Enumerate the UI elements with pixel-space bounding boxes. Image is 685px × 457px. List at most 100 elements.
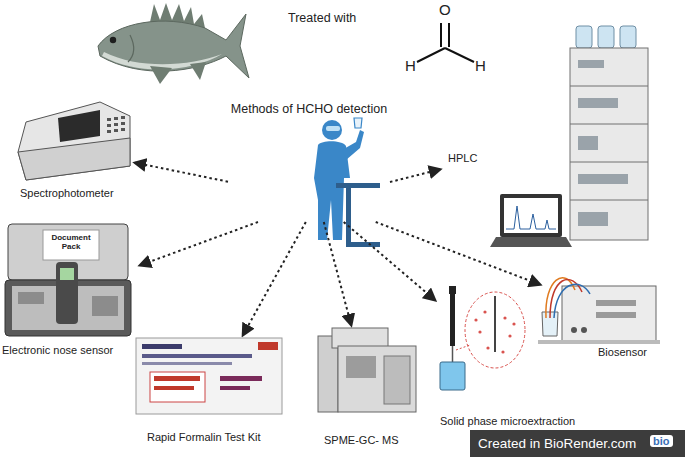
module-panel [578, 174, 628, 184]
accessory [92, 296, 118, 316]
spme-illustration [440, 286, 525, 390]
gc-door [346, 356, 376, 378]
formaldehyde-structure [417, 23, 474, 62]
fish-eye [110, 37, 116, 43]
chromatogram [506, 206, 556, 229]
node-label: Solid phase microextraction [440, 415, 575, 427]
node-label: Electronic nose sensor [2, 344, 113, 356]
key [121, 122, 125, 125]
dot [483, 310, 486, 313]
fish-fin [150, 62, 206, 84]
module-panel [578, 98, 618, 108]
method-node: SPME-GC- MS [310, 325, 425, 448]
key [121, 116, 125, 119]
method-node: Solid phase microextraction [435, 285, 575, 435]
key [107, 124, 111, 127]
fish-gill [128, 35, 134, 62]
test-kit-illustration [136, 338, 282, 414]
kit-print [220, 376, 262, 381]
keypad [107, 116, 125, 133]
potentiostat [562, 286, 656, 342]
test-tube [354, 118, 362, 128]
analyte-dots [474, 310, 515, 353]
sensor-device [56, 262, 78, 324]
spectrophotometer-illustration [18, 102, 130, 180]
key [107, 118, 111, 121]
atom-symbol: H [475, 57, 486, 74]
laptop-display [504, 198, 558, 233]
dotted-arrow [140, 222, 258, 265]
dotted-arrow [344, 222, 435, 300]
solvent-bottle [620, 26, 636, 48]
fiber [494, 296, 496, 352]
kit-print [154, 376, 200, 381]
wire [554, 284, 590, 318]
watermark-badge: bio [650, 435, 673, 447]
atom-symbol: H [405, 57, 416, 74]
node-label: HPLC [448, 152, 477, 164]
device-screen [58, 110, 100, 142]
dotted-arrow [376, 222, 540, 285]
dot [486, 346, 489, 349]
bench-foot [346, 242, 380, 247]
scientist-arm [342, 130, 364, 160]
ms-unit [384, 356, 410, 404]
zoom-leader [456, 345, 470, 350]
dotted-arrow [135, 163, 228, 182]
method-node: HPLC [440, 30, 655, 255]
device-body [18, 102, 130, 180]
document-text: Document Pack [45, 234, 97, 252]
dotted-arrow [324, 222, 351, 325]
device-base [18, 138, 130, 180]
sample-vial [440, 362, 465, 390]
key [114, 117, 118, 120]
single-bond [417, 48, 445, 62]
note-text: Treated with [288, 11, 356, 25]
method-node: Spectrophotometer [10, 95, 135, 205]
key [107, 130, 111, 133]
module-divider [570, 86, 648, 87]
bench-shelf [538, 340, 660, 344]
scientist-goggles [326, 126, 340, 131]
dot [474, 318, 477, 321]
port [581, 327, 587, 333]
node-label: SPME-GC- MS [324, 434, 399, 446]
key [114, 123, 118, 126]
document-paper [43, 230, 99, 260]
kit-box [136, 338, 282, 414]
dotted-arrow [243, 222, 306, 335]
display-slot [596, 300, 636, 306]
display-slot [596, 312, 636, 318]
solvent-bottle [598, 26, 614, 48]
hub-node: Methods of HCHO detection [228, 100, 390, 222]
key [121, 128, 125, 131]
accessory [18, 292, 44, 304]
hplc-tower [570, 48, 648, 240]
plunger [449, 286, 456, 294]
laptop-base [490, 237, 572, 247]
module-panel [578, 212, 608, 226]
node-label: Biosensor [598, 346, 647, 358]
watermark-bar [470, 430, 685, 457]
case-lid [8, 224, 128, 280]
port [571, 327, 577, 333]
node-label: Rapid Formalin Test Kit [147, 431, 261, 443]
dot [508, 334, 511, 337]
fish-body [98, 14, 249, 78]
dot [478, 330, 481, 333]
dotted-arrow [390, 169, 440, 182]
injector-top [332, 328, 388, 348]
kit-print [220, 386, 250, 390]
biosensor-illustration [538, 278, 660, 344]
kit-print [142, 354, 252, 358]
gcms-illustration [318, 328, 416, 412]
dot [503, 316, 506, 319]
scientist-head [322, 120, 342, 140]
kit-print [142, 362, 232, 365]
module-divider [570, 124, 648, 125]
node-label: Spectrophotometer [20, 187, 114, 199]
method-node: Rapid Formalin Test Kit [135, 335, 290, 445]
module-divider [570, 162, 648, 163]
